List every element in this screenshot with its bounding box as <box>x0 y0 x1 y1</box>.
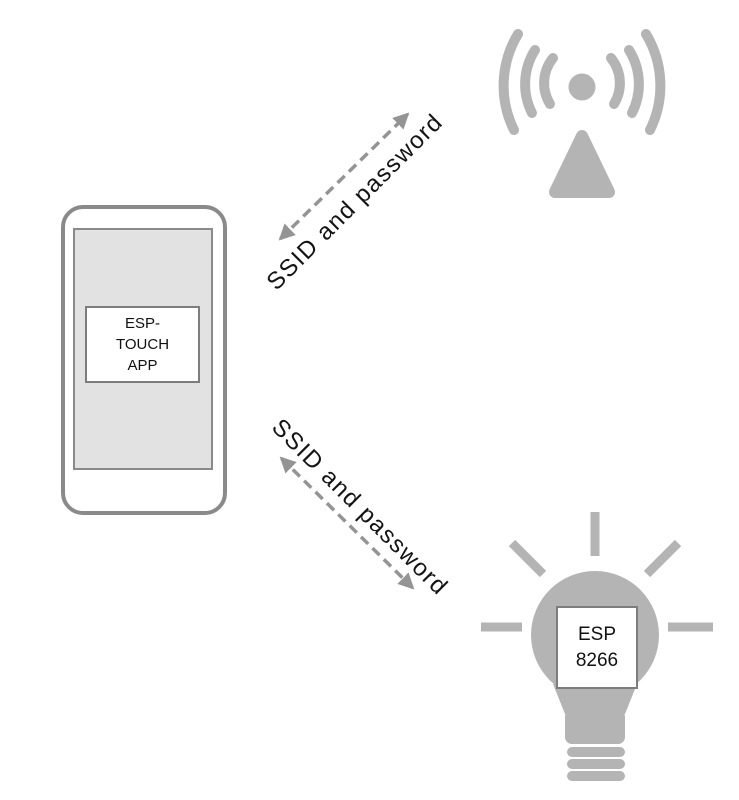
bulb-neck-taper <box>553 684 637 714</box>
bulb-thread <box>567 771 625 781</box>
esp8266-chip-label: ESP 8266 <box>556 606 638 689</box>
bulb-thread <box>567 759 625 769</box>
arrow-phone-to-device <box>279 456 415 590</box>
phone-screen: ESP- TOUCH APP <box>73 228 213 470</box>
wifi-hub-dot <box>568 73 596 101</box>
wifi-access-point-icon <box>498 29 666 198</box>
wifi-antenna-base <box>549 130 615 198</box>
light-rays <box>481 512 713 632</box>
wifi-wave-arcs <box>498 29 666 135</box>
bulb-neck <box>565 710 625 744</box>
bulb-thread <box>567 747 625 757</box>
arrow-phone-to-ap <box>278 112 410 241</box>
smartphone: ESP- TOUCH APP <box>61 205 227 515</box>
link-arrows <box>278 112 415 590</box>
esp-touch-app-label: ESP- TOUCH APP <box>85 306 200 383</box>
